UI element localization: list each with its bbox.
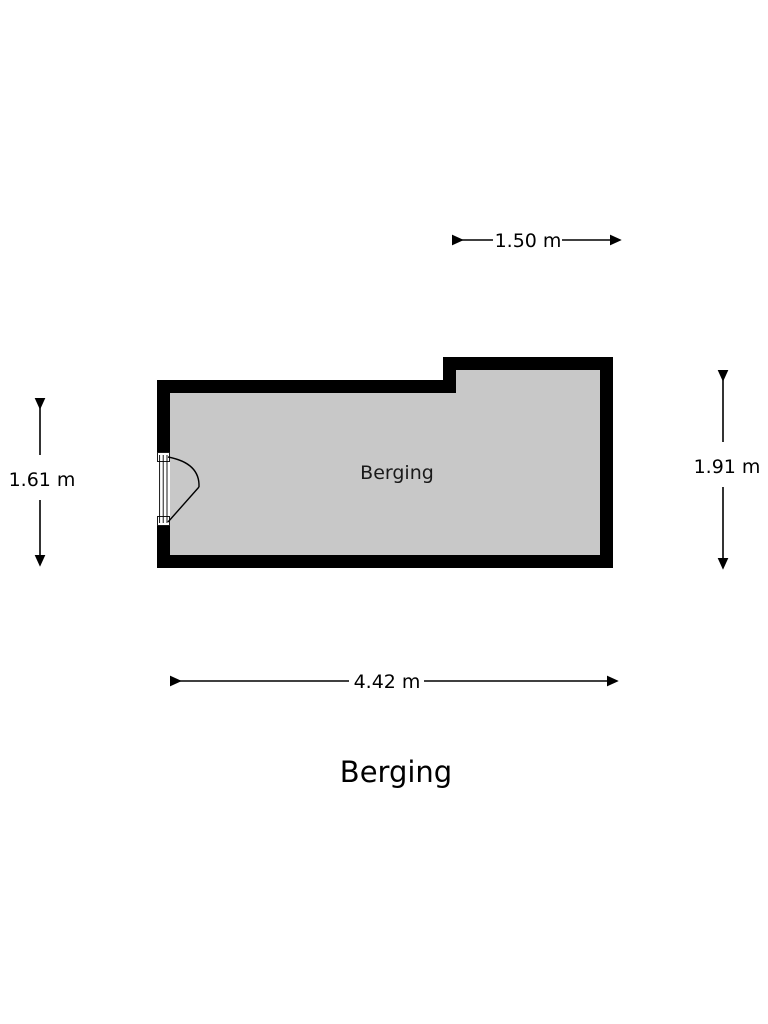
dimension-left: 1.61 m xyxy=(9,398,76,567)
dimension-bottom-label: 4.42 m xyxy=(354,671,421,693)
room-label: Berging xyxy=(360,462,434,484)
dimension-top: 1.50 m xyxy=(452,230,622,252)
dimension-bottom: 4.42 m xyxy=(170,671,619,693)
page-title: Berging xyxy=(340,755,452,789)
door-leaf xyxy=(167,486,200,523)
dimension-right: 1.91 m xyxy=(694,370,761,570)
room-floor xyxy=(170,370,600,555)
dimension-top-label: 1.50 m xyxy=(495,230,562,252)
dimension-left-label: 1.61 m xyxy=(9,469,76,491)
room-outline-group xyxy=(157,357,613,568)
door-swing-arc xyxy=(167,456,200,488)
dimension-right-label: 1.91 m xyxy=(694,456,761,478)
door-group xyxy=(157,452,200,526)
